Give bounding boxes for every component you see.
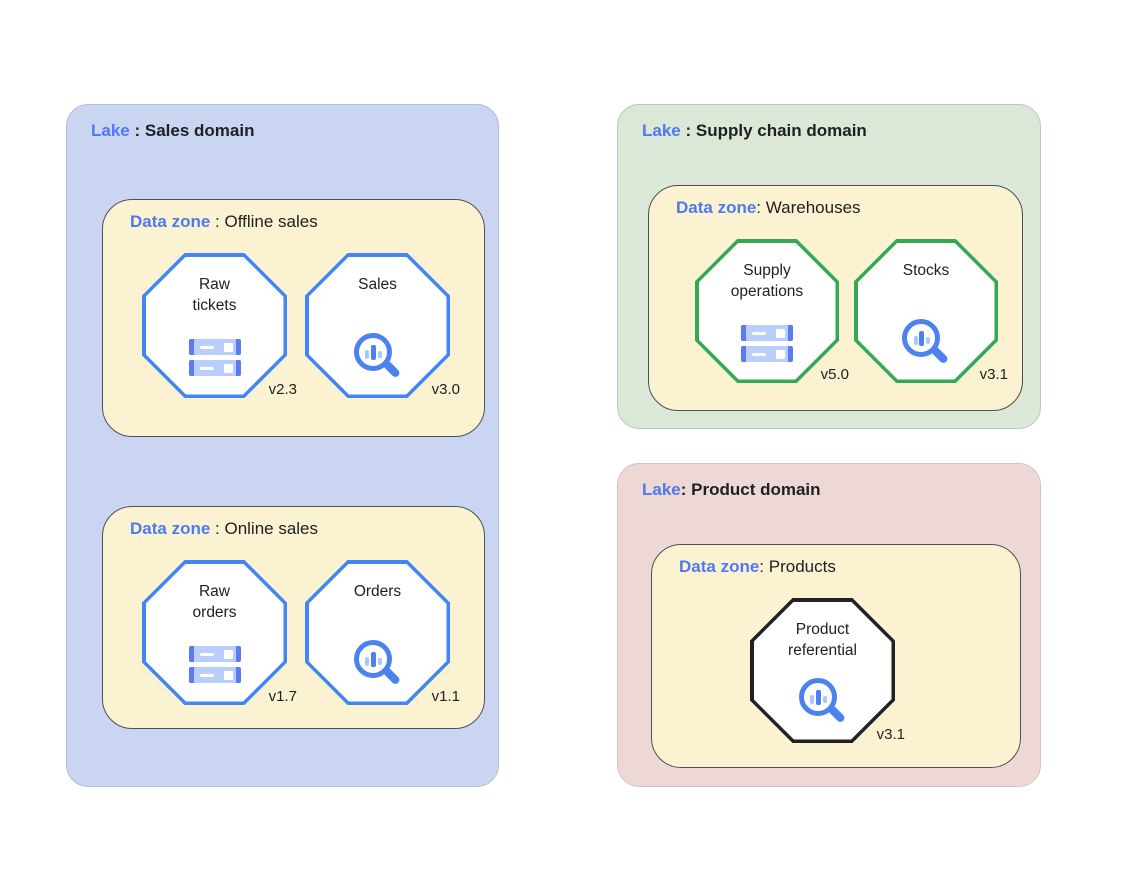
node-version: v3.1 [876,726,905,743]
node-label: Raw orders [192,583,237,621]
lake-label: Lake [642,121,681,140]
lake-name: : Sales domain [129,121,255,140]
node-supply-operations: Supply operations v5.0 [695,239,849,383]
search-chart-icon [353,640,402,688]
data-zone-warehouses: Data zone: Warehouses Supply operations … [648,185,1023,411]
node-version: v1.1 [431,688,460,705]
lake-label: Lake [642,480,681,499]
lake-label: Lake [91,121,130,140]
data-zone-label: Data zone [130,212,211,231]
lake-product-domain: Lake: Product domain Data zone: Products… [617,463,1041,787]
node-orders: Orders v1.1 [305,560,460,705]
lake-name: : Product domain [680,480,821,499]
node-version: v1.7 [268,688,297,705]
zone-warehouses-title: Data zone: Warehouses [676,198,861,218]
zone-offline-title: Data zone : Offline sales [130,212,318,232]
lake-name: : Supply chain domain [680,121,867,140]
octagon-fill [308,256,447,395]
lake-supply-title: Lake : Supply chain domain [642,121,867,141]
node-version: v3.1 [979,366,1008,383]
node-label: Supply operations [730,262,804,300]
zone-name: : Offline sales [210,212,318,231]
node-label: Orders [353,583,402,600]
node-product-referential: Product referential v3.1 [750,598,905,743]
data-zone-label: Data zone [676,198,757,217]
node-raw-tickets: Raw tickets v2.3 [142,253,297,398]
octagon-fill [753,601,892,740]
zone-name: : Online sales [210,519,319,538]
node-label: Stocks [902,262,950,279]
lake-sales-title: Lake : Sales domain [91,121,254,141]
node-version: v3.0 [431,381,460,398]
lake-supply-chain-domain: Lake : Supply chain domain Data zone: Wa… [617,104,1041,429]
node-label: Product referential [788,621,857,659]
node-raw-orders: Raw orders v1.7 [142,560,297,705]
zone-products-title: Data zone: Products [679,557,836,577]
octagon-fill [308,563,447,702]
search-chart-icon [798,678,847,726]
node-label: Raw tickets [192,276,237,314]
zone-online-title: Data zone : Online sales [130,519,318,539]
search-chart-icon [353,333,402,381]
records-icon [188,646,241,683]
lake-sales-domain: Lake : Sales domain Data zone : Offline … [66,104,499,787]
octagon-fill [857,242,995,380]
records-icon [741,325,793,362]
data-zone-products: Data zone: Products Product referential … [651,544,1021,768]
data-zone-label: Data zone [679,557,760,576]
data-zone-online-sales: Data zone : Online sales Raw orders v1.7… [102,506,485,729]
data-zone-label: Data zone [130,519,211,538]
records-icon [188,339,241,376]
node-version: v5.0 [820,366,849,383]
zone-name: : Warehouses [756,198,861,217]
lake-product-title: Lake: Product domain [642,480,821,500]
zone-name: : Products [759,557,836,576]
data-zone-offline-sales: Data zone : Offline sales Raw tickets v2… [102,199,485,437]
node-version: v2.3 [268,381,297,398]
node-sales: Sales v3.0 [305,253,460,398]
search-chart-icon [902,319,950,367]
node-label: Sales [358,276,397,293]
node-stocks: Stocks v3.1 [854,239,1008,383]
